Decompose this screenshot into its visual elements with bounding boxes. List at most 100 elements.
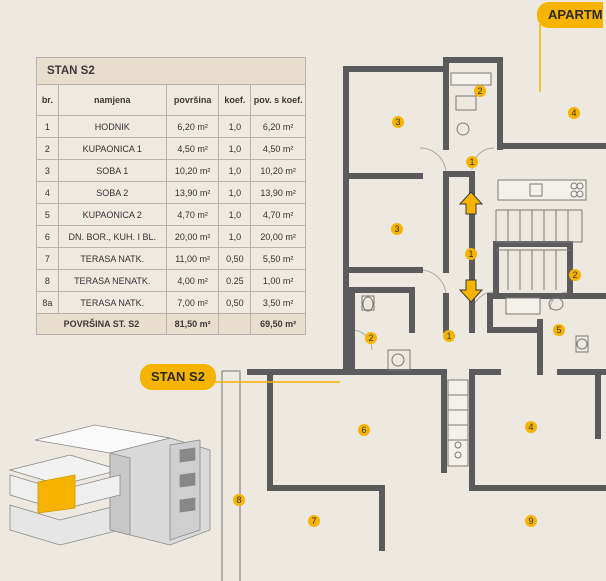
table-title: STAN S2	[36, 57, 306, 85]
table-cell: 13,90 m²	[165, 181, 220, 204]
svg-text:6: 6	[361, 425, 366, 435]
table-cell: 4,00 m²	[165, 269, 220, 292]
arrow-up-icon	[458, 191, 484, 215]
total-empty	[218, 313, 252, 335]
area-table: STAN S2 br. namjena površina koef. pov. …	[36, 57, 306, 335]
table-cell: 1,0	[218, 115, 252, 138]
table-cell: TERASA NATK.	[57, 291, 167, 314]
table-cell: 4,70 m²	[165, 203, 220, 226]
stan-s2-badge: STAN S2	[140, 364, 216, 390]
svg-text:1: 1	[469, 157, 474, 167]
table-cell: 8a	[36, 291, 59, 314]
table-cell: DN. BOR., KUH. I BL.	[57, 225, 167, 248]
table-cell: 4,70 m²	[250, 203, 306, 226]
table-cell: 0,50	[218, 291, 252, 314]
table-cell: 11,00 m²	[165, 247, 220, 270]
table-cell: 1,0	[218, 137, 252, 160]
table-cell: 6,20 m²	[250, 115, 306, 138]
table-cell: 4	[36, 181, 59, 204]
fixtures	[361, 72, 589, 467]
room-markers: 3 3 2 4 1 1 2 2 1 5 6 4 8 7 9	[233, 85, 581, 527]
table-cell: 1,0	[218, 159, 252, 182]
svg-text:5: 5	[556, 325, 561, 335]
svg-text:7: 7	[311, 516, 316, 526]
table-cell: HODNIK	[57, 115, 167, 138]
table-cell: 8	[36, 269, 59, 292]
room-marker: 2	[569, 269, 581, 281]
table-cell: 1	[36, 115, 59, 138]
room-marker: 3	[391, 223, 403, 235]
table-cell: 1,0	[218, 225, 252, 248]
table-cell: 6	[36, 225, 59, 248]
room-marker: 5	[553, 324, 565, 336]
table-cell: 7	[36, 247, 59, 270]
svg-text:2: 2	[572, 270, 577, 280]
table-cell: SOBA 2	[57, 181, 167, 204]
table-cell: 20,00 m²	[250, 225, 306, 248]
room-marker: 3	[392, 116, 404, 128]
svg-text:1: 1	[446, 331, 451, 341]
terrace-outline	[221, 370, 344, 581]
table-cell: 5,50 m²	[250, 247, 306, 270]
svg-text:4: 4	[528, 422, 533, 432]
walls	[247, 57, 606, 551]
room-marker: 9	[525, 515, 537, 527]
table-cell: TERASA NATK.	[57, 247, 167, 270]
table-cell: 20,00 m²	[165, 225, 220, 248]
total-label: POVRŠINA ST. S2	[36, 313, 167, 335]
stair-arrows	[458, 191, 484, 303]
svg-text:9: 9	[528, 516, 533, 526]
table-cell: SOBA 1	[57, 159, 167, 182]
table-cell: 4,50 m²	[165, 137, 220, 160]
header-koef: koef.	[218, 84, 252, 116]
room-marker: 8	[233, 494, 245, 506]
room-marker: 4	[525, 421, 537, 433]
table-cell: 5	[36, 203, 59, 226]
total-area-coef: 69,50 m²	[250, 313, 306, 335]
header-namjena: namjena	[57, 84, 167, 116]
room-marker: 1	[466, 156, 478, 168]
svg-text:3: 3	[394, 224, 399, 234]
table-cell: 6,20 m²	[165, 115, 220, 138]
room-marker: 1	[443, 330, 455, 342]
table-cell: 10,20 m²	[165, 159, 220, 182]
table-cell: 1,0	[218, 181, 252, 204]
table-cell: TERASA NENATK.	[57, 269, 167, 292]
room-marker: 6	[358, 424, 370, 436]
svg-text:1: 1	[468, 249, 473, 259]
svg-text:2: 2	[477, 86, 482, 96]
total-area: 81,50 m²	[165, 313, 220, 335]
room-marker: 1	[465, 248, 477, 260]
table-cell: 3	[36, 159, 59, 182]
table-cell: 3,50 m²	[250, 291, 306, 314]
table-cell: 13,90 m²	[250, 181, 306, 204]
svg-text:3: 3	[395, 117, 400, 127]
table-cell: 0,50	[218, 247, 252, 270]
building-3d-sketch	[8, 424, 211, 546]
room-marker: 4	[568, 107, 580, 119]
header-povrsina: površina	[165, 84, 220, 116]
room-marker: 2	[365, 332, 377, 344]
table-cell: 7,00 m²	[165, 291, 220, 314]
room-marker: 7	[308, 515, 320, 527]
table-cell: 1,0	[218, 203, 252, 226]
arrow-down-icon	[458, 279, 484, 303]
svg-text:8: 8	[236, 495, 241, 505]
svg-text:2: 2	[368, 333, 373, 343]
svg-text:4: 4	[571, 108, 576, 118]
apartment-badge: APARTM	[537, 2, 603, 28]
table-cell: 2	[36, 137, 59, 160]
header-pov-s-koef: pov. s koef.	[250, 84, 306, 116]
table-cell: 0.25	[218, 269, 252, 292]
table-cell: 1,00 m²	[250, 269, 306, 292]
table-cell: KUPAONICA 2	[57, 203, 167, 226]
